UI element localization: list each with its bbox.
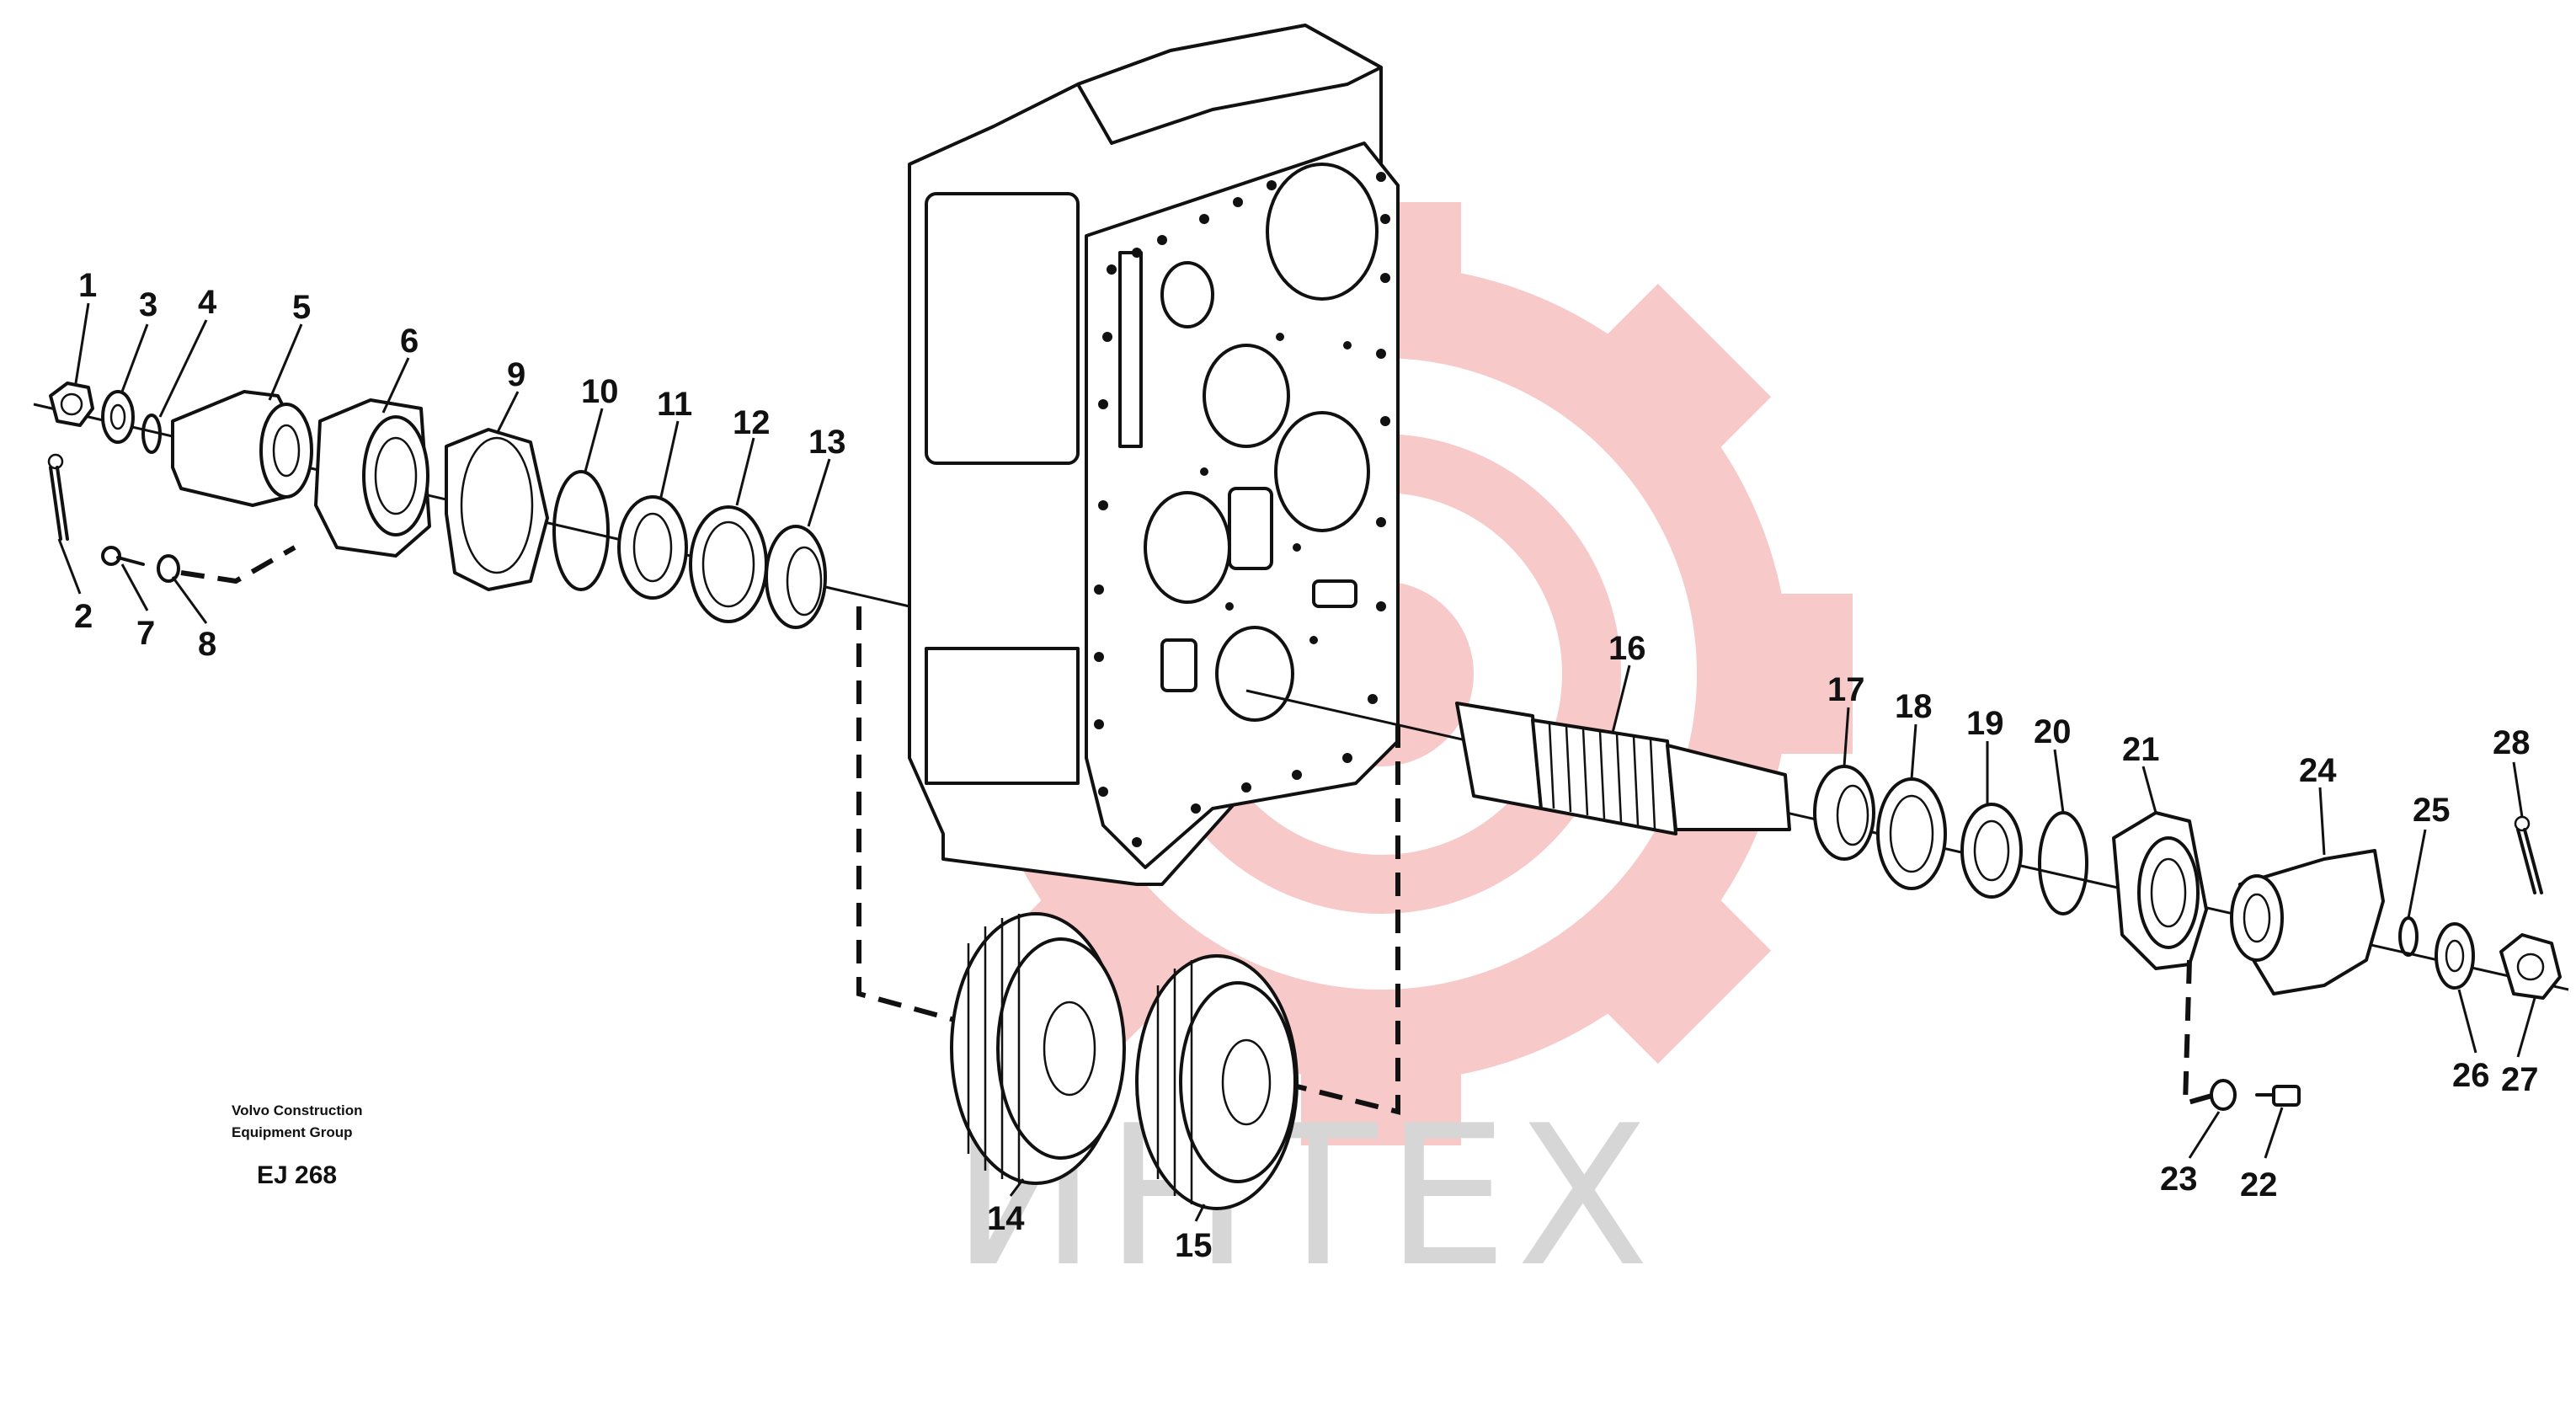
callout-19: 19 — [1966, 705, 2004, 742]
callout-1: 1 — [78, 267, 97, 304]
part-16-output-shaft — [1455, 702, 1791, 835]
callout-18: 18 — [1895, 688, 1933, 725]
callout-12: 12 — [733, 404, 771, 441]
part-7-bolt — [101, 546, 145, 566]
credit-line-1: Volvo Construction — [232, 1102, 363, 1118]
callout-21: 21 — [2122, 731, 2160, 768]
part-21-mount-line — [2182, 959, 2216, 1107]
part-25-o-ring — [2398, 916, 2419, 957]
callout-6: 6 — [400, 323, 419, 360]
callout-16: 16 — [1608, 630, 1646, 667]
part-3-washer — [101, 390, 135, 444]
part-8-washer — [157, 554, 180, 583]
part-20-o-ring — [2038, 811, 2088, 915]
callout-8: 8 — [198, 626, 216, 663]
part-28-cotter-pin — [2514, 815, 2543, 894]
callout-2: 2 — [74, 598, 93, 635]
callout-9: 9 — [507, 356, 525, 393]
part-5-flange-yoke — [171, 390, 313, 507]
callout-4: 4 — [198, 284, 217, 321]
callout-14: 14 — [987, 1200, 1025, 1237]
part-11-seal — [617, 495, 688, 600]
part-4-o-ring — [141, 414, 162, 454]
leader-lines — [57, 302, 2536, 1222]
callout-24: 24 — [2299, 752, 2337, 789]
part-10-o-ring — [552, 470, 610, 591]
part-12-bearing-race — [689, 505, 768, 623]
part-15-gear — [1135, 954, 1299, 1210]
callout-11: 11 — [657, 386, 692, 423]
part-14-gear — [950, 912, 1126, 1185]
part-6-bearing-cover — [314, 398, 431, 558]
part-21-bearing-cover — [2112, 811, 2208, 970]
callout-25: 25 — [2413, 792, 2451, 829]
part-23-washer — [2210, 1079, 2237, 1111]
part-19-seal — [1960, 803, 2023, 899]
drawing-code: EJ 268 — [257, 1161, 337, 1189]
part-13-taper-bearing — [765, 525, 827, 629]
part-22-bolt — [2255, 1085, 2301, 1107]
callout-15: 15 — [1175, 1227, 1213, 1264]
credit-line-2: Equipment Group — [232, 1124, 353, 1140]
callout-22: 22 — [2240, 1166, 2278, 1204]
callout-7: 7 — [136, 615, 155, 652]
part-27-castle-nut — [2499, 933, 2562, 1000]
part-18-bearing-race — [1876, 777, 1947, 890]
callout-20: 20 — [2034, 713, 2072, 750]
callout-17: 17 — [1827, 671, 1865, 708]
part-17-taper-bearing — [1813, 765, 1875, 861]
part-26-washer — [2435, 922, 2475, 990]
part-1-castle-nut — [49, 382, 94, 427]
part-24-flange-yoke — [2230, 849, 2385, 995]
gear-location-dashes — [856, 606, 1400, 1115]
callout-13: 13 — [808, 424, 846, 461]
callout-27: 27 — [2501, 1061, 2539, 1098]
callout-numbers: 1 2 3 4 5 6 7 8 9 10 11 12 13 14 15 16 1… — [74, 267, 2539, 1264]
part-7-8-mount-line — [180, 545, 296, 584]
part-9-gasket — [445, 428, 549, 591]
callout-5: 5 — [292, 289, 311, 326]
part-2-cotter-pin — [47, 453, 69, 541]
callout-3: 3 — [139, 286, 157, 323]
callout-28: 28 — [2493, 724, 2531, 761]
callout-26: 26 — [2452, 1057, 2490, 1094]
callout-23: 23 — [2160, 1161, 2198, 1198]
callout-10: 10 — [581, 373, 619, 410]
transmission-housing — [908, 24, 1400, 886]
